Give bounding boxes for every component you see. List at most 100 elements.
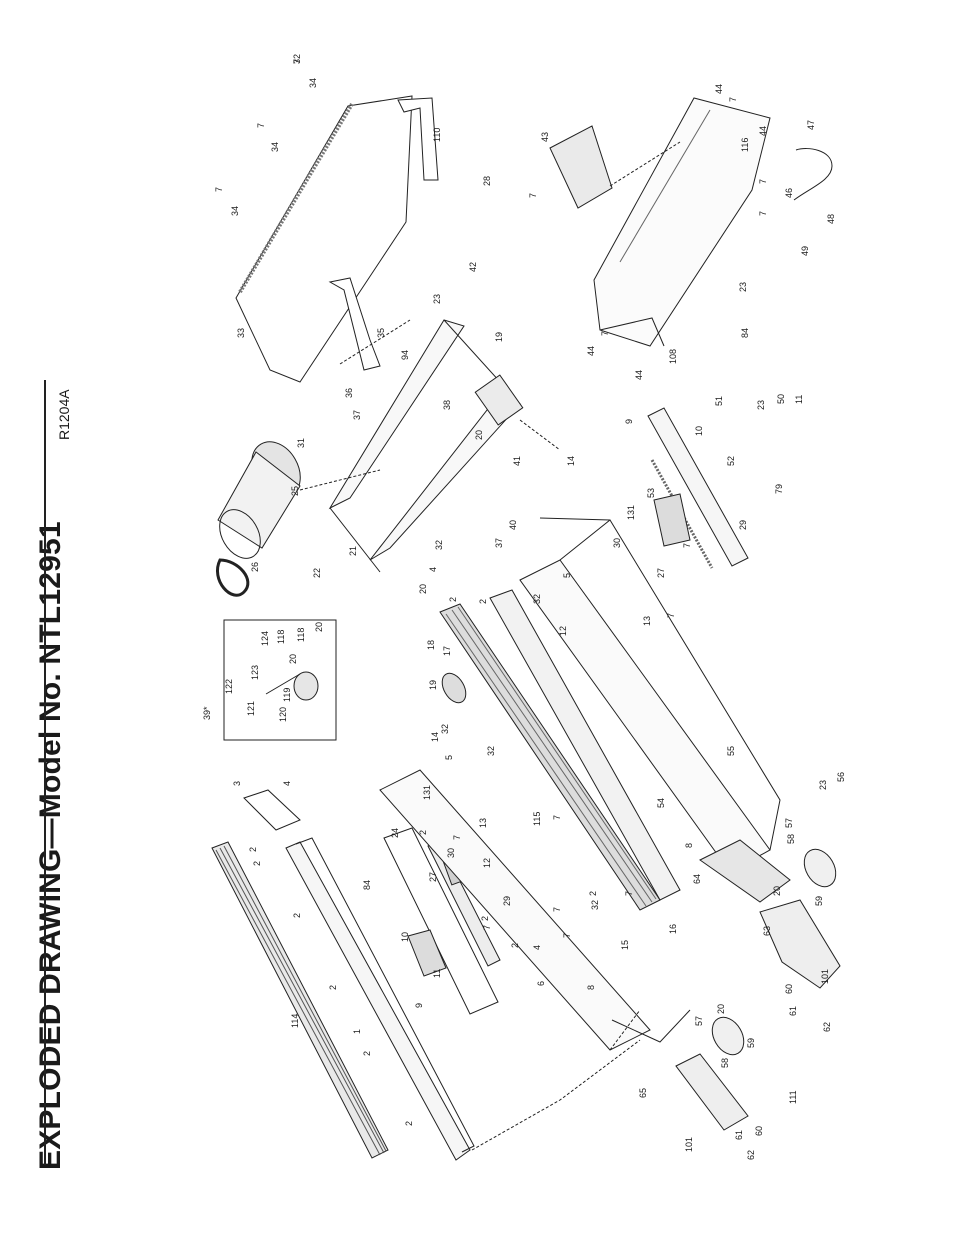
part-number-label: 24 [390, 828, 400, 838]
upper-frame-94 [328, 319, 524, 573]
part-number-label: 61 [788, 1006, 798, 1016]
part-number-label: 2 [478, 599, 488, 604]
part-number-label: 55 [726, 746, 736, 756]
part-number-label: 114 [290, 1014, 300, 1028]
part-number-label: 4 [428, 567, 438, 572]
part-number-label: 120 [278, 707, 288, 722]
main-frame [379, 517, 791, 1051]
part-number-label: 51 [714, 396, 724, 406]
part-number-label: 19 [428, 680, 438, 690]
part-number-label: 61 [734, 1130, 744, 1140]
part-number-label: 20 [474, 430, 484, 440]
part-number-label: 64 [692, 874, 702, 884]
part-number-label: 11 [432, 969, 442, 978]
part-number-label: 52 [726, 456, 736, 466]
part-number-label: 65 [638, 1088, 648, 1098]
part-number-label: 50 [776, 394, 786, 404]
part-number-label: 7 [600, 331, 610, 336]
part-number-label: 34 [230, 206, 240, 216]
part-number-label: 5 [562, 573, 572, 578]
part-number-label: 30 [612, 538, 622, 548]
part-number-label: 25 [290, 486, 300, 496]
part-number-label: 60 [754, 1126, 764, 1136]
part-number-label: 16 [668, 924, 678, 934]
part-number-label: 62 [746, 1150, 756, 1160]
part-number-label: 23 [738, 282, 748, 292]
controller-45 [549, 97, 833, 347]
roller-17 [441, 672, 467, 704]
part-number-label: 7 [292, 59, 302, 64]
part-number-label: 115 [532, 812, 542, 826]
part-number-label: 44 [586, 346, 596, 356]
part-number-label: 18 [426, 640, 436, 650]
part-number-label: 23 [756, 400, 766, 410]
part-number-label: 79 [774, 484, 784, 494]
part-number-label: 32 [486, 746, 496, 756]
part-number-label: 32 [532, 594, 542, 604]
part-number-label: 44 [634, 370, 644, 380]
part-number-label: 59 [814, 896, 824, 906]
part-number-label: 63 [762, 926, 772, 936]
part-number-label: 84 [362, 880, 372, 890]
part-number-label: 7 [482, 925, 492, 930]
part-number-label: 8 [586, 985, 596, 990]
part-number-label: 23 [432, 294, 442, 304]
part-number-label: 13 [642, 616, 652, 626]
part-number-label: 53 [646, 488, 656, 498]
part-number-label: 122 [224, 679, 234, 694]
part-number-label: 20 [716, 1004, 726, 1014]
part-number-label: 131 [422, 785, 432, 800]
part-number-label: 2 [588, 891, 598, 896]
part-number-label: 118 [276, 630, 286, 644]
part-number-label: 94 [400, 350, 410, 360]
part-number-label: 32 [434, 540, 444, 550]
part-number-label: 49 [800, 246, 810, 256]
part-number-label: 58 [720, 1058, 730, 1068]
part-number-label: 123 [250, 665, 260, 680]
part-number-label: 7 [452, 835, 462, 840]
part-number-label: 44 [758, 126, 768, 136]
part-number-label: 27 [656, 568, 666, 578]
part-number-label: 36 [344, 388, 354, 398]
part-number-label: 119 [282, 688, 292, 702]
upper-hood [235, 95, 439, 383]
part-number-label: 43 [540, 132, 550, 142]
part-number-label: 4 [282, 781, 292, 786]
part-number-label: 2 [510, 943, 520, 948]
part-number-label: 131 [626, 505, 636, 520]
part-number-label: 58 [786, 834, 796, 844]
part-number-label: 9 [414, 1003, 424, 1008]
part-number-label: 27 [428, 872, 438, 882]
part-number-label: 37 [352, 410, 362, 420]
part-number-label: 56 [836, 772, 846, 782]
part-number-label: 46 [784, 188, 794, 198]
part-number-label: 31 [296, 438, 306, 448]
part-number-label: 116 [740, 138, 750, 152]
part-number-label: 22 [312, 568, 322, 578]
part-number-label: 10 [694, 426, 704, 436]
part-number-label: 13 [478, 818, 488, 828]
part-number-label: 26 [250, 562, 260, 572]
part-number-label: 1 [352, 1029, 362, 1034]
part-number-label: 2 [248, 847, 258, 852]
part-number-label: 2 [418, 830, 428, 835]
part-number-label: 20 [314, 622, 324, 632]
part-number-label: 110 [432, 128, 442, 142]
part-number-label: 7 [256, 123, 266, 128]
part-number-label: 33 [236, 328, 246, 338]
part-number-label: 47 [806, 120, 816, 130]
part-number-label: 19 [494, 332, 504, 342]
part-number-label: 29 [738, 520, 748, 530]
endcap-63 [759, 899, 841, 989]
part-number-label: 54 [656, 798, 666, 808]
part-number-label: 2 [328, 985, 338, 990]
frame-24 [383, 827, 499, 1015]
title-rule [44, 380, 46, 1165]
part-number-label: 7 [728, 97, 738, 102]
part-number-label: 28 [482, 176, 492, 186]
part-number-label: 5 [444, 755, 454, 760]
left-rail-assembly [211, 837, 475, 1161]
part-number-label: 2 [252, 861, 262, 866]
part-number-label: 44 [714, 84, 724, 94]
